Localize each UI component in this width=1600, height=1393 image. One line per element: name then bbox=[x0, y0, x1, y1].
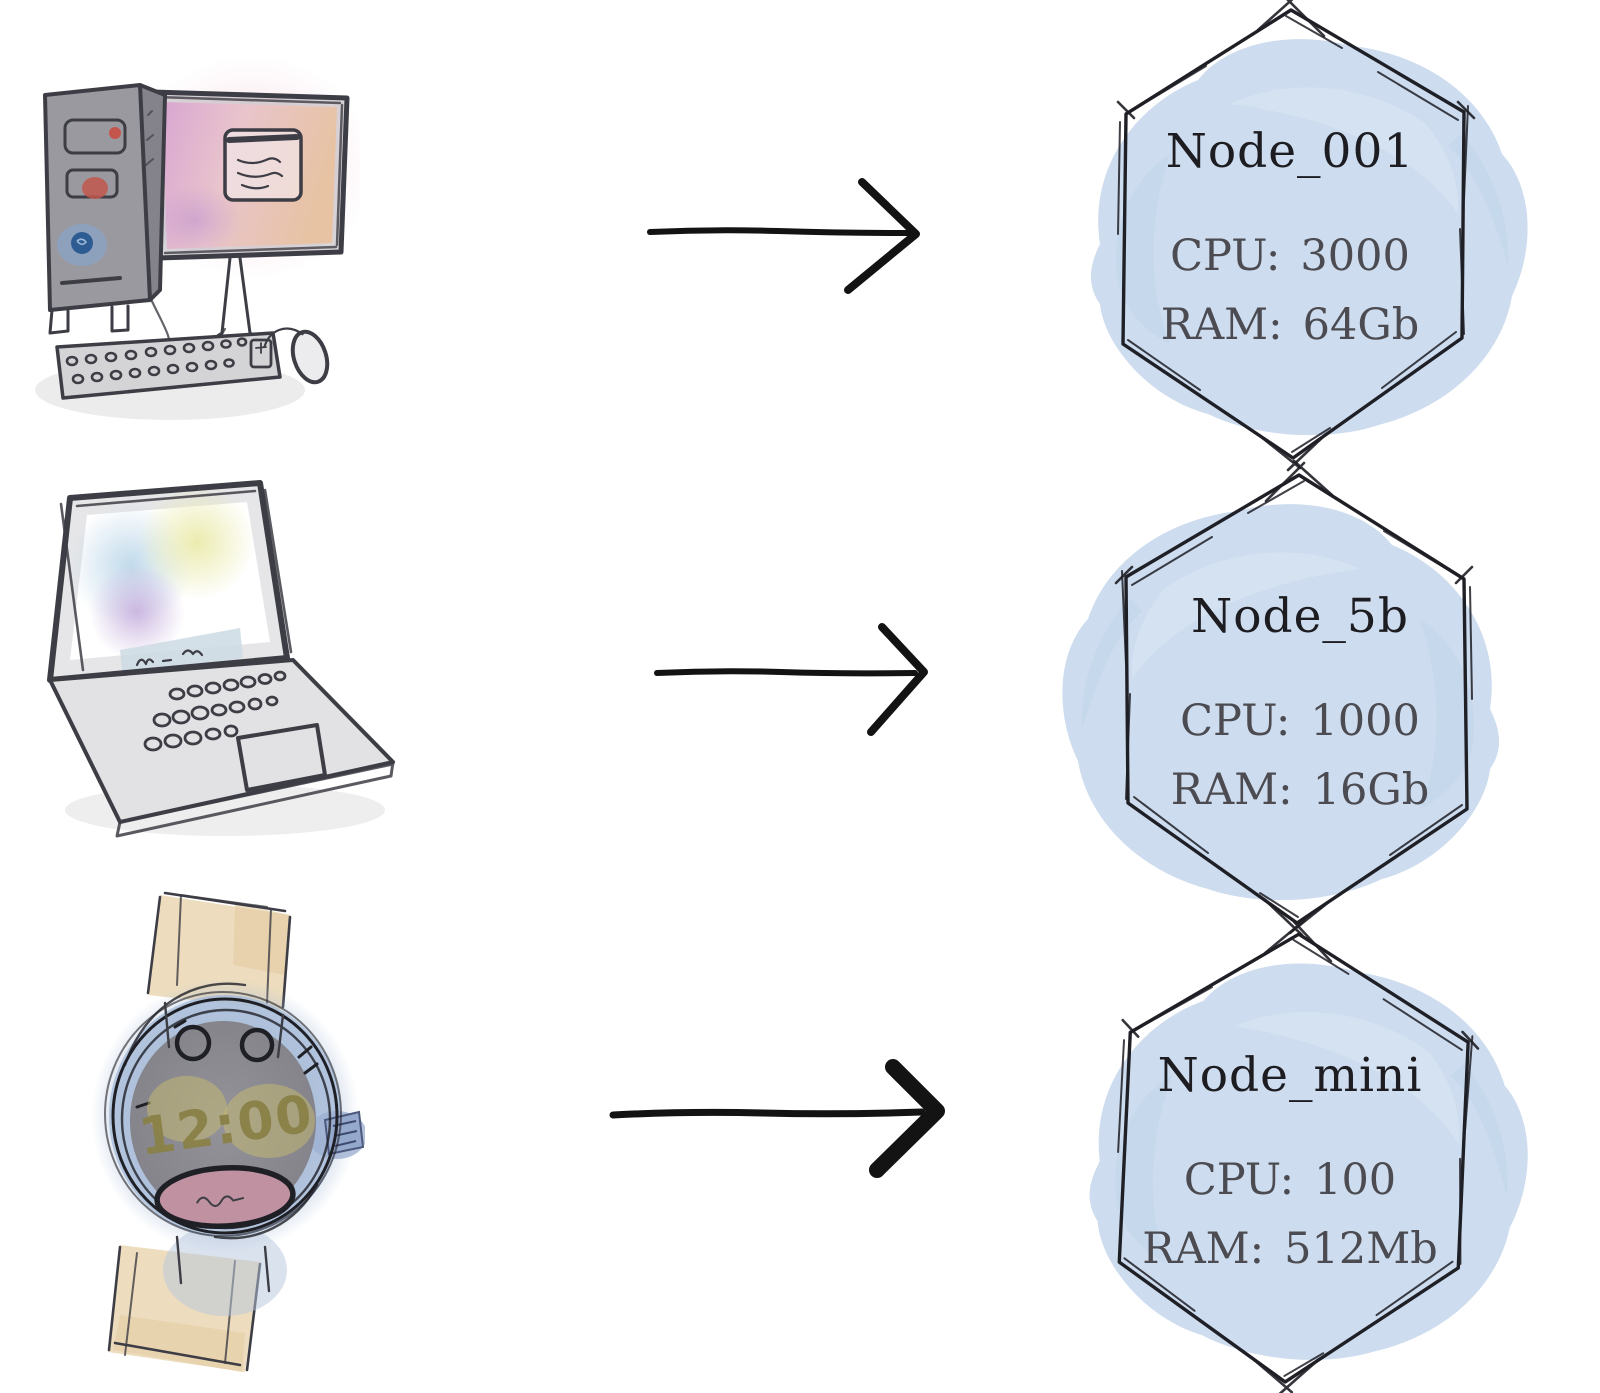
hexagon-shape bbox=[1060, 459, 1501, 937]
watch-strap-top bbox=[146, 891, 292, 1010]
arrow-watch-to-nodemini bbox=[609, 1059, 945, 1178]
monitor-stand bbox=[190, 256, 274, 355]
hexagon-shape bbox=[1089, 0, 1530, 472]
screen-window bbox=[223, 128, 303, 202]
watch-lugs bbox=[163, 1001, 285, 1293]
monitor bbox=[149, 89, 350, 355]
laptop-keys bbox=[143, 670, 287, 752]
smartwatch-illustration: 12:00 bbox=[91, 891, 365, 1372]
arrow-laptop-to-node5b bbox=[654, 623, 928, 736]
laptop-screen bbox=[47, 480, 293, 688]
laptop-illustration bbox=[47, 480, 395, 838]
screen-taskbar bbox=[120, 628, 243, 680]
desktop-computer-illustration bbox=[35, 55, 360, 420]
arrow-desktop-to-node001 bbox=[647, 178, 920, 294]
laptop-base bbox=[48, 658, 395, 838]
power-button bbox=[71, 232, 93, 254]
watch-mouth bbox=[154, 1165, 296, 1229]
watch-time-display: 12:00 bbox=[135, 1076, 318, 1168]
tower-led bbox=[109, 127, 121, 139]
keyboard bbox=[55, 331, 282, 400]
watch-buttons bbox=[135, 1019, 319, 1109]
hexagon-shape bbox=[1081, 911, 1538, 1393]
mouse bbox=[263, 327, 330, 385]
computer-tower bbox=[43, 83, 167, 335]
node-hexagon-mini: Node_mini CPU: 100 RAM: 512Mb bbox=[1030, 908, 1550, 1393]
node-hexagon-5b: Node_5b CPU: 1000 RAM: 16Gb bbox=[1040, 449, 1560, 949]
trackpad bbox=[236, 723, 327, 792]
node-hexagon-001: Node_001 CPU: 3000 RAM: 64Gb bbox=[1030, 0, 1550, 484]
